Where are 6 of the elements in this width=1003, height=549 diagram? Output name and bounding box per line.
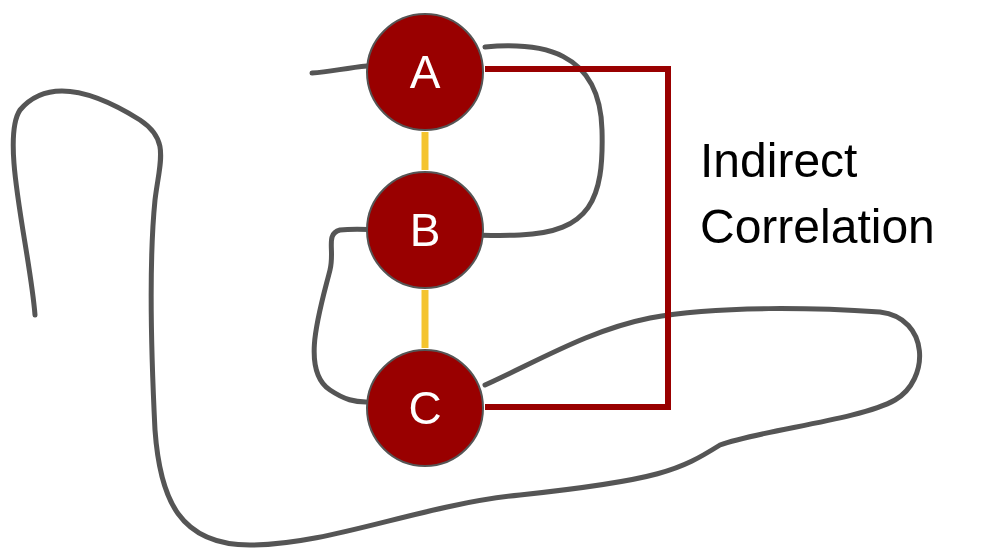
bracket-connector [485,66,671,410]
connector-line [421,290,429,348]
node-circle: A [366,13,484,131]
node-circle: C [366,349,484,467]
node-circle: B [366,171,484,289]
connector-line [421,132,429,170]
